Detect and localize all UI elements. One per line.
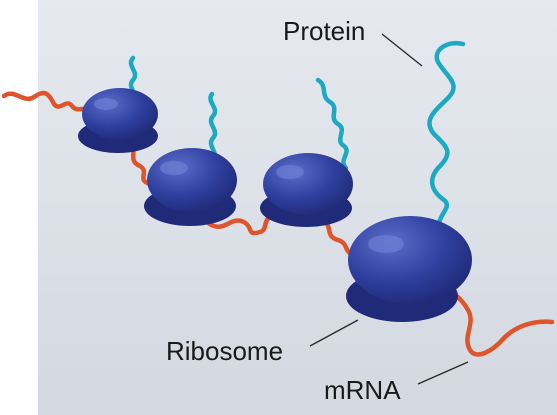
protein-label: Protein: [283, 16, 366, 46]
ribosome-1: [78, 88, 158, 153]
ribosome-label: Ribosome: [166, 336, 284, 366]
ribosome-2: [144, 148, 237, 226]
protein-chain-4: [427, 40, 466, 235]
protein-chain-3: [315, 77, 349, 171]
mrna-leader-line: [417, 361, 469, 385]
ribosome-leader-line: [309, 319, 359, 347]
protein-leader-line: [381, 33, 423, 67]
leader-lines: [309, 33, 469, 385]
mrna-label: mRNA: [324, 375, 401, 405]
ribosome-4: [346, 216, 472, 322]
ribosome-3: [260, 153, 353, 227]
